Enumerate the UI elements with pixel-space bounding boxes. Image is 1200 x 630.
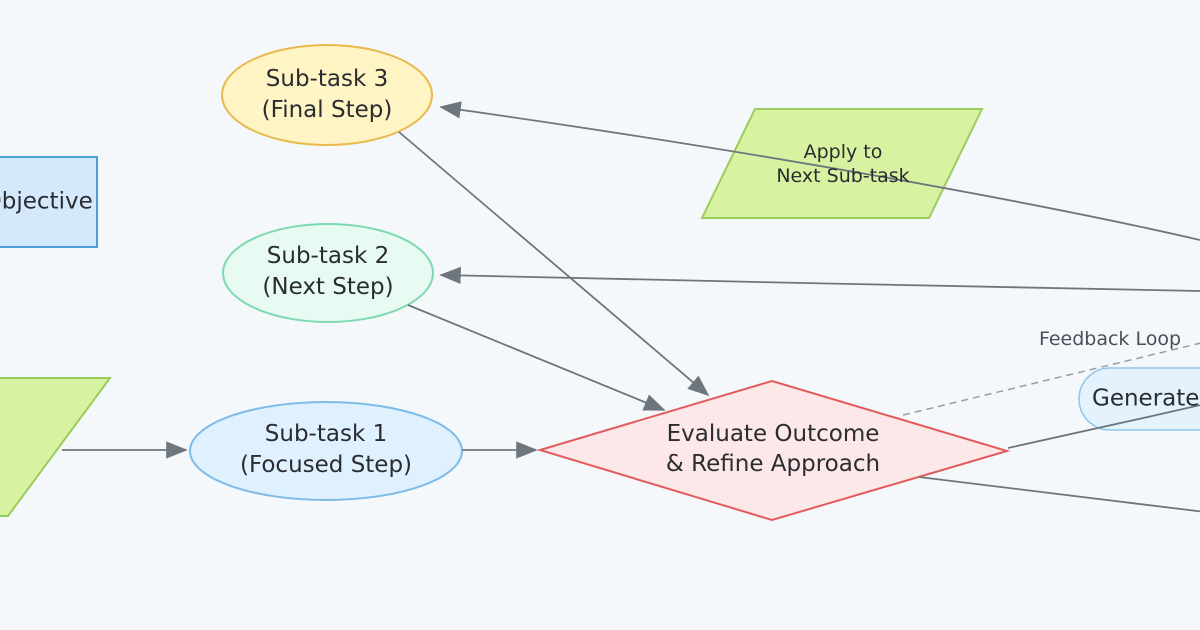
generate-feedback-node [1078,367,1200,431]
feedback-loop-edge-label: Feedback Loop [1038,328,1182,350]
breakdown-parallelogram-node [0,377,112,517]
edge-subtask2-to-evaluate [407,304,666,411]
subtask3-node [221,44,433,146]
edge-feedback-loop-dashed [902,342,1200,416]
subtask2-node [222,223,434,323]
edge-evaluate-to-offscreen [918,476,1200,513]
edge-evaluate-to-feedback [1007,404,1200,449]
edge-offscreen-to-subtask2 [439,266,1200,292]
evaluate-diamond-node [536,379,1011,522]
edge-subtask3-to-evaluate [398,131,710,397]
edge-layer [62,101,1200,513]
define-objective-node [0,156,98,248]
edge-offscreen-to-subtask3 [439,101,1200,241]
subtask1-node [189,401,463,501]
apply-next-subtask-node [700,108,984,219]
